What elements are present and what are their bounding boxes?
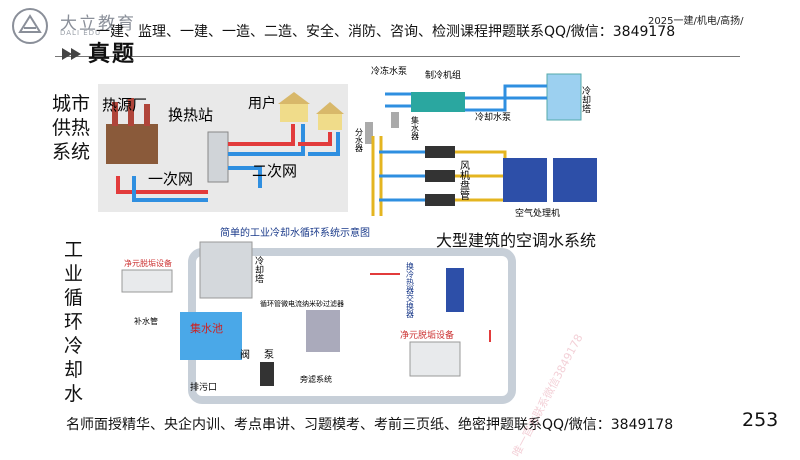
primary-network-label: 一次网	[148, 170, 193, 188]
purifier-2-unit	[409, 341, 461, 377]
drain-label: 排污口	[190, 381, 217, 393]
heating-diagram: 热源厂 换热站 用户 一次网 二次网	[98, 84, 348, 212]
filter-note-label: 循环管微电流纳米砂过滤器	[260, 299, 344, 308]
heat-source-label: 热源厂	[102, 96, 147, 114]
course-tag: 2025一建/机电/高扬/	[648, 16, 744, 27]
chiller-unit	[411, 92, 465, 112]
page-title: 真题	[88, 42, 137, 67]
heat-plant-building	[106, 124, 158, 164]
bypass-label: 旁滤系统	[300, 374, 332, 384]
header-divider	[55, 56, 740, 57]
purifier-1-label: 净元脱垢设备	[124, 258, 172, 268]
hvac-caption: 大型建筑的空调水系统	[436, 231, 597, 250]
industrial-diagram: 简单的工业冷却水循环系统示意图 净元脱垢设备 净元脱垢设备 冷却塔 补水管 集水…	[121, 226, 516, 404]
cooling-pump-label: 冷却水泵	[475, 111, 511, 123]
chilled-pump-label: 冷冻水泵	[371, 66, 407, 77]
bypass-filter	[306, 310, 340, 352]
valve-label: 阀	[240, 348, 250, 361]
purifier-2-label: 净元脱垢设备	[400, 329, 454, 341]
cooling-tower-label: 冷却塔	[580, 85, 591, 114]
makeup-pipe-label: 补水管	[134, 316, 158, 326]
collection-basin	[180, 312, 242, 360]
top-banner: 一建、监理、一建、一造、二造、安全、消防、咨询、检测课程押题联系QQ/微信：38…	[96, 24, 676, 40]
heat-exchanger-unit	[207, 131, 229, 183]
brand-name: 大立教育	[60, 14, 136, 34]
industrial-side-label: 工 业 循 环 冷 却 水	[64, 239, 84, 405]
heat-exchanger-label: 换冷热器交换器	[406, 261, 415, 319]
footer-text: 名师面授精华、央企内训、考点串讲、习题模考、考前三页纸、绝密押题联系QQ/微信：…	[66, 417, 674, 433]
secondary-network-label: 二次网	[252, 162, 297, 180]
air-handler-2	[553, 158, 597, 202]
page-number: 253	[742, 409, 779, 431]
hvac-diagram: 冷冻水泵 制冷机组 冷却塔 集水器 冷却水泵 分水器 风机盘管 空气处理机	[355, 66, 597, 219]
pump-label: 泵	[264, 349, 274, 361]
cooling-tower-unit	[546, 73, 582, 121]
user-label: 用户	[248, 95, 276, 112]
air-handler-1	[503, 158, 547, 202]
heat-exchanger-unit	[446, 268, 464, 312]
basin-label: 集水池	[190, 321, 223, 335]
distributor-label: 分水器	[355, 128, 364, 153]
industrial-title: 简单的工业冷却水循环系统示意图	[220, 226, 370, 239]
heating-side-label: 城市 供热 系统	[52, 93, 91, 163]
ind-cooling-tower	[199, 241, 253, 299]
chiller-label: 制冷机组	[425, 69, 461, 81]
purifier-1-unit	[121, 269, 173, 293]
exchange-station-label: 换热站	[168, 106, 213, 124]
brand-logo	[12, 8, 48, 44]
collector-label: 集水器	[411, 115, 420, 141]
ind-cooling-tower-label: 冷却塔	[253, 255, 264, 284]
brand-subtitle: DALI EDU	[60, 29, 102, 37]
air-handler-label: 空气处理机	[515, 207, 560, 219]
fan-coil-label: 风机盘管	[458, 160, 470, 201]
arrow-icon	[62, 48, 81, 60]
